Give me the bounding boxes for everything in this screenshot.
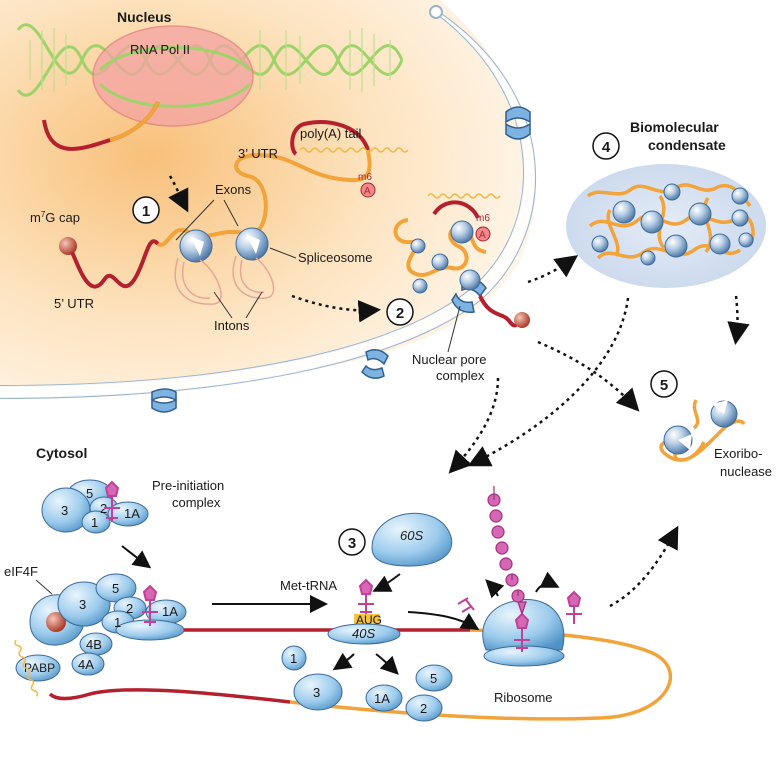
pic-factor: 5 [86,486,93,501]
pre-initiation-complex: 3 5 2 1 1A [41,479,149,534]
released-factor: 3 [313,685,320,700]
arrow-icon [535,571,560,593]
pre-mrna-3utr [290,120,370,156]
rna-pol-label: RNA Pol II [130,42,190,57]
condensate-label-1: Biomolecular [630,119,719,135]
condensate-label-2: condensate [648,137,726,153]
exo-label-2: nuclease [720,464,772,479]
nuclear-pore-icon [151,388,177,413]
init-factor: 3 [79,597,86,612]
trna-icon [142,584,158,626]
released-factor: 2 [420,701,427,716]
fate-arrows [448,255,750,608]
released-factor: 1A [374,691,390,706]
pic-label-1: Pre-initiation [152,478,224,493]
m6a-base: A [364,186,371,197]
pic-factor: 2 [100,501,107,516]
pic-label-2: complex [172,495,221,510]
ribosome-60s: 60S [371,512,453,567]
60s-label: 60S [400,528,423,543]
cap-icon [46,612,66,632]
condensate-proteins [591,183,754,266]
npc-label-1: Nuclear pore [412,352,486,367]
released-factor: 5 [430,671,437,686]
met-trna-label: Met-tRNA [280,578,337,593]
m6a-label-2: m6 [476,213,490,224]
introns [174,255,275,305]
arrow-icon [291,294,381,323]
m6a-base-2: A [479,230,486,241]
aug-label: AUG [356,613,382,627]
pic-factor: 1 [91,515,98,530]
arrow-icon [168,175,189,213]
cytosol-label: Cytosol [36,445,87,461]
init-factor: 4B [86,637,102,652]
arrow-icon [372,573,401,592]
arrow-icon [485,579,505,599]
eif4f-label: eIF4F [4,564,38,579]
ribosome-40s [327,623,401,645]
step-4-badge: 4 [602,139,611,156]
mrnp-proteins [410,220,481,294]
cap-icon [514,312,530,328]
step-2-badge: 2 [396,305,404,322]
cytosolic-polya [14,639,39,697]
rna-pol-ii [92,25,254,127]
init-factor: 5 [112,581,119,596]
cap-icon [59,237,77,255]
pic-factor: 1A [124,506,140,521]
3utr-label: 3’ UTR [238,146,278,161]
introns-label: Intons [214,318,250,333]
nascent-peptide [487,486,527,616]
nuclear-pore-icon [361,349,389,379]
cap-label: m7G cap [30,210,80,225]
exo-label-1: Exoribo- [714,446,762,461]
step-1-badge: 1 [142,203,150,220]
init-factor: 1 [114,615,121,630]
40s-label: 40S [352,626,375,641]
exons-label: Exons [215,182,252,197]
pic-factor: 3 [61,503,68,518]
biomolecular-condensate [566,164,766,288]
released-factor: 1 [290,651,297,666]
nuclear-pore-icon [505,106,531,140]
trna-icon [566,590,582,624]
arrow-icon [121,545,152,569]
polya-tail [299,147,409,153]
ribosome-label: Ribosome [494,690,553,705]
spliceosome [179,227,269,263]
step-3-badge: 3 [348,535,356,552]
pabp-label: PABP [24,661,55,675]
m6a-label: m6 [358,172,372,183]
trna-icon [514,612,530,652]
pre-mrna-5utr [70,239,160,289]
arrow-icon [407,611,480,631]
spliceosome-label: Spliceosome [298,250,372,265]
trna-icon [457,597,475,613]
npc-label-2: complex [436,368,485,383]
init-factor: 2 [126,601,133,616]
5utr-label: 5’ UTR [54,296,94,311]
trna-icon [358,578,374,616]
polya-label: poly(A) tail [300,126,362,141]
aug-codon [354,614,380,626]
init-factor: 4A [78,657,94,672]
decaying-rna [692,399,700,430]
nucleus-label: Nucleus [117,9,172,25]
released-factors: 1 3 1A 5 2 [281,645,453,722]
exoribonuclease [663,400,738,455]
step-5-badge: 5 [660,377,668,394]
initiation-complex: 3 5 2 1 1A 4B 4A PABP [15,573,187,682]
init-factor: 1A [162,604,178,619]
trna-icon [104,480,120,522]
